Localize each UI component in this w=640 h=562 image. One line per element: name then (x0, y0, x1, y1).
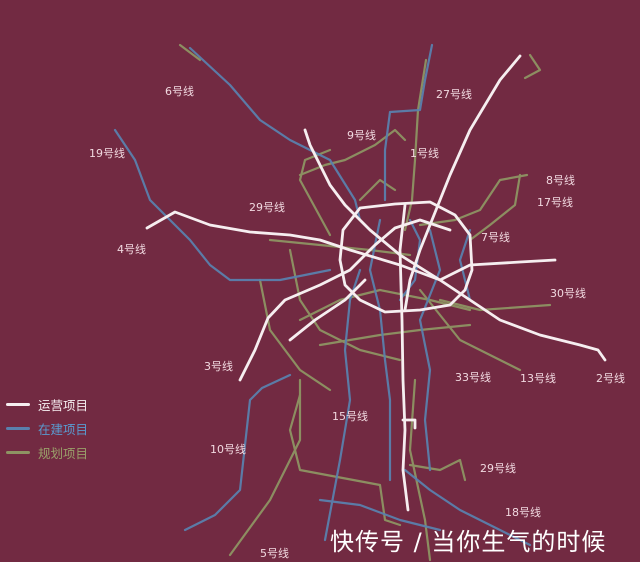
planned-line (288, 248, 402, 362)
under-construction-lines (113, 43, 532, 547)
legend-under-construction: 在建项目 (6, 416, 88, 440)
operating-line-2 (303, 128, 607, 362)
planned-line (523, 53, 542, 80)
label-line-19: 19号线 (89, 147, 125, 160)
label-line-13: 13号线 (520, 372, 556, 385)
operating-line-1 (398, 203, 410, 512)
label-line-29-south: 29号线 (480, 462, 516, 475)
construction-line (418, 228, 442, 472)
planned-line (228, 378, 302, 557)
construction-line-6 (188, 46, 362, 222)
label-line-9: 9号线 (347, 129, 376, 142)
construction-line (368, 218, 392, 482)
construction-line-19 (113, 128, 332, 282)
legend-label: 在建项目 (38, 421, 89, 437)
label-line-10: 10号线 (210, 443, 246, 456)
planned-line (358, 178, 397, 202)
planned-line (288, 393, 402, 527)
planned-line (178, 43, 202, 62)
construction-line-18 (403, 468, 532, 547)
planned-line (408, 378, 432, 562)
legend-swatch-operating (6, 402, 30, 406)
planned-line (298, 148, 332, 237)
planned-line (258, 278, 332, 392)
legend-label: 运营项目 (38, 397, 89, 413)
construction-line (318, 498, 442, 532)
label-line-7: 7号线 (481, 231, 510, 244)
label-line-33: 33号线 (455, 371, 491, 384)
legend-swatch-construction (6, 426, 30, 430)
planned-line (438, 298, 552, 312)
label-line-3: 3号线 (204, 360, 233, 373)
legend-label: 规划项目 (38, 445, 89, 461)
label-line-8: 8号线 (546, 174, 575, 187)
operating-line-4 (145, 210, 557, 282)
watermark: 快传号 / 当你生气的时候 (330, 528, 607, 556)
legend-operating: 运营项目 (6, 392, 88, 416)
label-line-6: 6号线 (165, 85, 194, 98)
legend-swatch-planned (6, 450, 30, 454)
label-line-15: 15号线 (332, 410, 368, 423)
label-line-5: 5号线 (260, 547, 289, 560)
operating-line-27 (403, 54, 522, 312)
legend-planned: 规划项目 (6, 440, 88, 464)
label-line-27: 27号线 (436, 88, 472, 101)
operating-line-sw (288, 278, 367, 342)
planned-line (298, 288, 472, 322)
planned-line (403, 58, 428, 232)
label-line-2: 2号线 (596, 372, 625, 385)
planned-line (418, 173, 529, 227)
label-line-30: 30号线 (550, 287, 586, 300)
label-line-17: 17号线 (537, 196, 573, 209)
operating-line-3 (238, 218, 452, 382)
label-line-29-north: 29号线 (249, 201, 285, 214)
planned-line (468, 173, 522, 242)
label-line-4: 4号线 (117, 243, 146, 256)
operating-line-s (401, 418, 417, 430)
planned-line (318, 323, 472, 347)
planned-line (408, 458, 467, 482)
label-line-1: 1号线 (410, 147, 439, 160)
legend: 运营项目 在建项目 规划项目 (6, 392, 88, 464)
operating-lines (145, 54, 607, 512)
construction-line-10 (183, 373, 292, 532)
label-line-18: 18号线 (505, 506, 541, 519)
construction-line-north (383, 43, 434, 202)
